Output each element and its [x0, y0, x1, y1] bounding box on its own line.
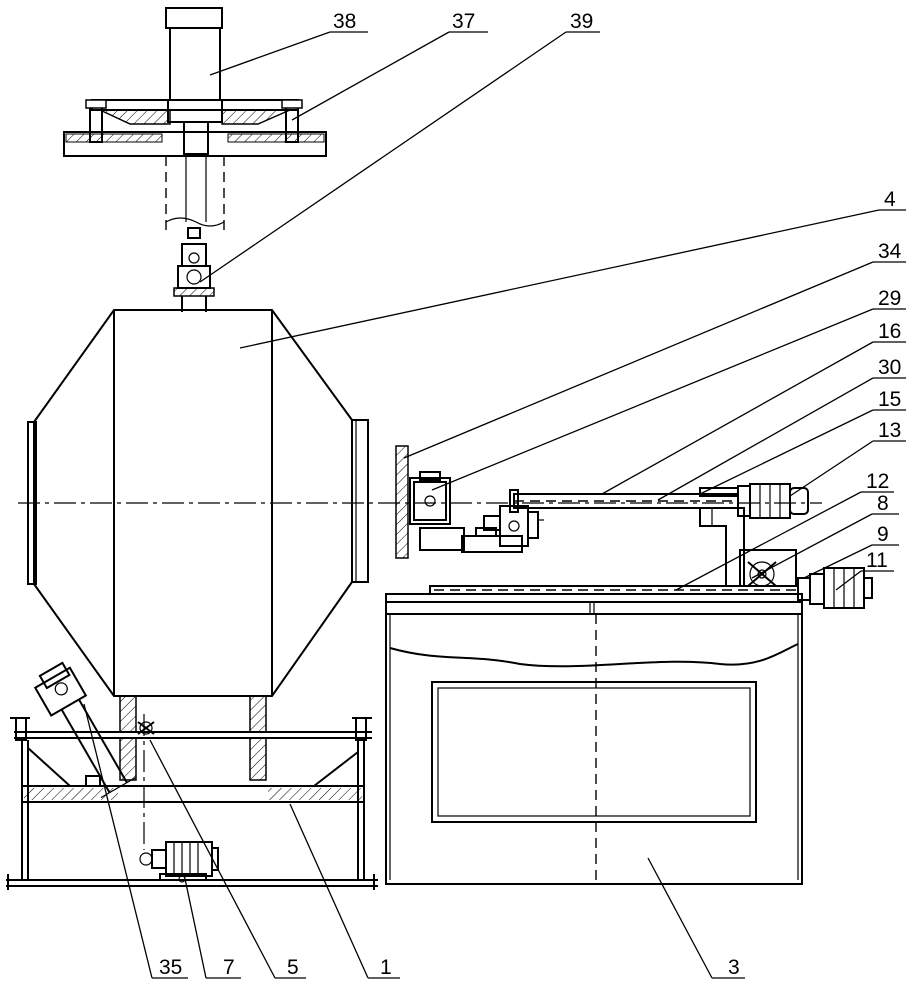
callout-leader: [84, 704, 152, 978]
callout-leader: [404, 262, 873, 458]
part-number-label: 38: [333, 10, 356, 33]
callout-37: 37: [292, 10, 488, 120]
callout-38: 38: [210, 10, 368, 75]
part-number-label: 13: [878, 419, 901, 442]
part-number-label: 39: [570, 10, 593, 33]
callout-29: 29: [432, 287, 906, 490]
callout-leader: [658, 378, 873, 500]
part-number-label: 12: [866, 470, 889, 493]
part-number-label: 30: [878, 356, 901, 379]
part-number-label: 16: [878, 320, 901, 343]
callout-leader: [700, 410, 873, 494]
right-cabinet: [386, 594, 802, 884]
part-number-label: 29: [878, 287, 901, 310]
callout-leader: [432, 309, 873, 490]
part-number-label: 4: [884, 188, 896, 211]
part-number-label: 35: [159, 956, 182, 979]
callout-leader: [676, 492, 861, 590]
callout-1: 1: [290, 804, 400, 979]
callout-leader: [184, 874, 206, 978]
part-number-label: 34: [878, 240, 902, 263]
callout-4: 4: [240, 188, 906, 348]
part-number-label: 9: [877, 523, 889, 546]
part-number-label: 7: [223, 956, 235, 979]
part-number-label: 5: [287, 956, 299, 979]
callout-leader: [836, 571, 861, 590]
part-number-label: 15: [878, 388, 901, 411]
callout-34: 34: [404, 240, 906, 458]
part-number-label: 1: [380, 956, 392, 979]
left-base-frame: [6, 660, 378, 890]
part-number-label: 37: [452, 10, 475, 33]
callout-leader: [804, 545, 872, 578]
callout-leader: [240, 210, 879, 348]
part-number-label: 11: [866, 549, 888, 572]
part-number-label: 8: [877, 492, 889, 515]
callout-39: 39: [200, 10, 600, 282]
callout-leader: [292, 32, 449, 120]
lifting-motor-assembly: [64, 8, 326, 312]
slide-rail: [430, 550, 872, 608]
callout-leader: [790, 441, 873, 496]
callout-leader: [210, 32, 330, 75]
callout-leader: [648, 858, 712, 978]
arm-mechanism: [396, 446, 808, 586]
callout-7: 7: [184, 874, 241, 979]
callout-3: 3: [648, 858, 745, 979]
callout-leader: [290, 804, 368, 978]
part-number-label: 3: [728, 956, 740, 979]
